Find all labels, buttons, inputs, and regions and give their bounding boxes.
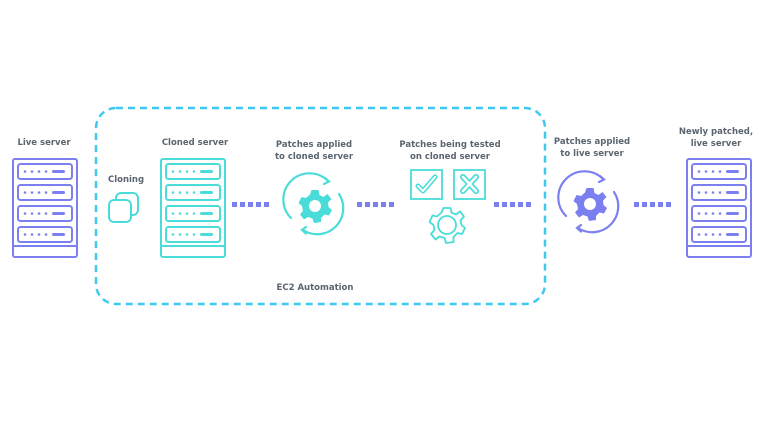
cloning-label: Cloning <box>107 175 145 185</box>
new-live-server-label: Newly patched, live server <box>678 127 754 149</box>
patches-cloned-label: Patches applied to cloned server <box>274 140 354 162</box>
gear-cycle-icon-cloned <box>282 172 345 236</box>
clone-icon <box>108 192 139 223</box>
ec2-automation-label: EC2 Automation <box>276 283 354 293</box>
live-server-icon <box>12 158 78 258</box>
check-box-icon <box>410 169 443 200</box>
test-gear-icon <box>428 207 466 244</box>
patches-live-label: Patches applied to live server <box>553 137 631 159</box>
cloned-server-icon <box>160 158 226 258</box>
connector-1 <box>232 202 269 207</box>
cross-box-icon <box>453 169 486 200</box>
connector-2 <box>357 202 394 207</box>
connector-4 <box>634 202 671 207</box>
connector-3 <box>494 202 531 207</box>
gear-cycle-icon-live <box>557 170 620 234</box>
patches-testing-label: Patches being tested on cloned server <box>399 140 501 162</box>
cloned-server-label: Cloned server <box>161 138 229 148</box>
new-live-server-icon <box>686 158 752 258</box>
live-server-label: Live server <box>17 138 71 148</box>
